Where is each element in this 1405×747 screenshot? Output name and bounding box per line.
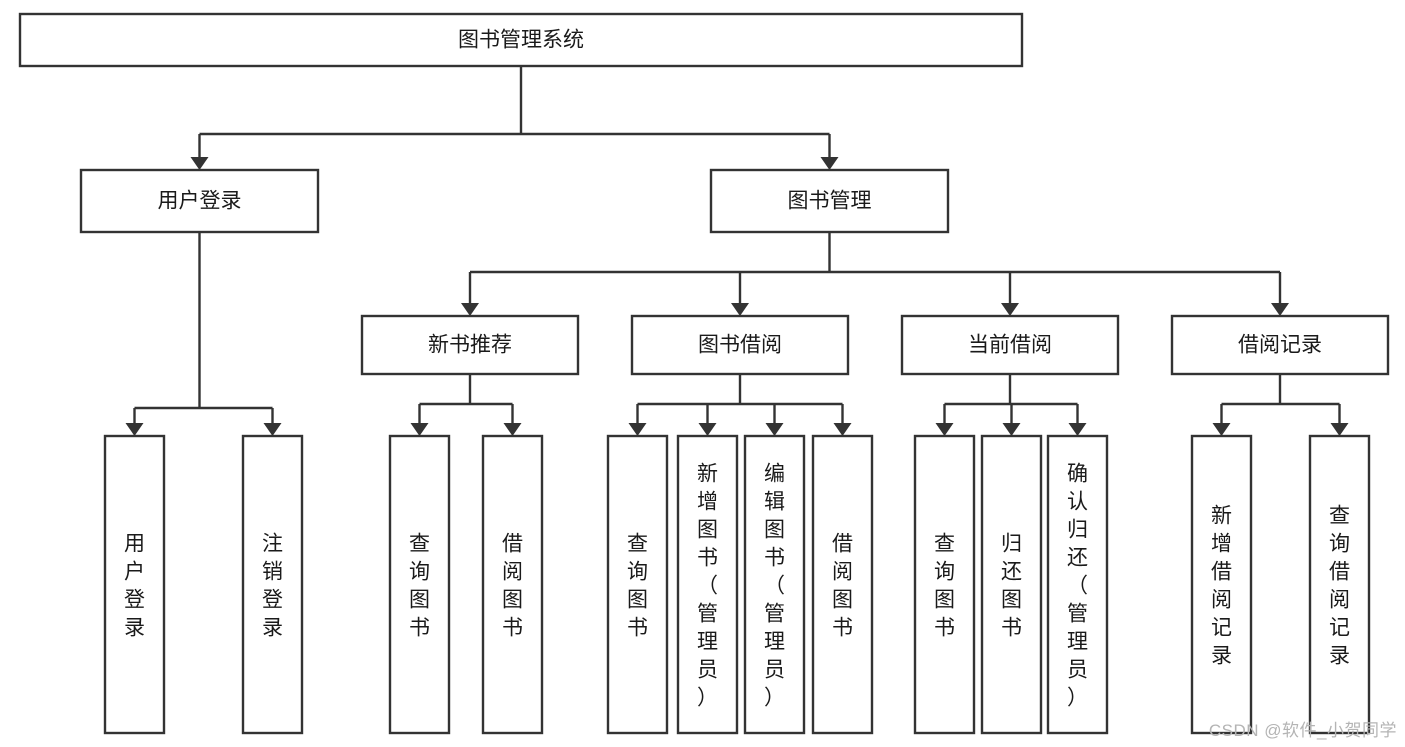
arrow-head-icon: [731, 303, 749, 316]
node-root[interactable]: 图书管理系统: [18, 12, 1024, 68]
node-label-leaf_1: 注销登录: [262, 532, 283, 639]
node-label-root: 图书管理系统: [458, 29, 584, 52]
node-box-leaf_11[interactable]: [1190, 434, 1253, 735]
node-box-l2_1[interactable]: [630, 314, 850, 376]
node-label-l2_0: 新书推荐: [428, 334, 512, 357]
node-leaf_5[interactable]: 新增图书（管理员）: [676, 434, 739, 735]
node-label-leaf_0: 用户登录: [124, 532, 145, 639]
watermark-label: CSDN @软件_小贺同学: [1208, 721, 1397, 740]
node-box-leaf_7[interactable]: [811, 434, 874, 735]
node-leaf_3[interactable]: 借阅图书: [481, 434, 544, 735]
node-label-leaf_2: 查询图书: [409, 532, 430, 639]
node-l2_2[interactable]: 当前借阅: [900, 314, 1120, 376]
node-leaf_7[interactable]: 借阅图书: [811, 434, 874, 735]
arrow-head-icon: [190, 157, 209, 170]
node-box-l1_0[interactable]: [79, 168, 320, 234]
node-label-l1_0: 用户登录: [158, 190, 242, 213]
node-label-leaf_6: 编辑图书（管理员）: [764, 462, 785, 709]
node-box-leaf_6[interactable]: [743, 434, 806, 735]
node-label-l2_1: 图书借阅: [698, 334, 782, 357]
arrow-head-icon: [1001, 303, 1019, 316]
node-label-leaf_12: 查询借阅记录: [1329, 504, 1350, 667]
node-box-leaf_10[interactable]: [1046, 434, 1109, 735]
node-label-leaf_7: 借阅图书: [832, 532, 853, 639]
node-box-leaf_9[interactable]: [980, 434, 1043, 735]
arrow-head-icon: [628, 423, 647, 436]
node-leaf_11[interactable]: 新增借阅记录: [1190, 434, 1253, 735]
node-leaf_2[interactable]: 查询图书: [388, 434, 451, 735]
arrow-head-icon: [1002, 423, 1021, 436]
node-leaf_9[interactable]: 归还图书: [980, 434, 1043, 735]
arrow-head-icon: [698, 423, 717, 436]
node-box-leaf_5[interactable]: [676, 434, 739, 735]
arrow-head-icon: [125, 423, 144, 436]
node-box-leaf_12[interactable]: [1308, 434, 1371, 735]
node-box-l1_1[interactable]: [709, 168, 950, 234]
node-label-leaf_5: 新增图书（管理员）: [697, 462, 718, 709]
arrow-head-icon: [935, 423, 954, 436]
node-box-l2_0[interactable]: [360, 314, 580, 376]
node-label-l2_2: 当前借阅: [968, 334, 1052, 357]
node-label-l2_3: 借阅记录: [1238, 334, 1322, 357]
node-l1_0[interactable]: 用户登录: [79, 168, 320, 234]
arrow-head-icon: [461, 303, 479, 316]
node-box-leaf_2[interactable]: [388, 434, 451, 735]
node-label-leaf_4: 查询图书: [627, 532, 648, 639]
node-box-leaf_8[interactable]: [913, 434, 976, 735]
arrow-head-icon: [503, 423, 522, 436]
node-l2_1[interactable]: 图书借阅: [630, 314, 850, 376]
arrow-head-icon: [833, 423, 852, 436]
node-leaf_6[interactable]: 编辑图书（管理员）: [743, 434, 806, 735]
arrow-head-icon: [1212, 423, 1231, 436]
node-layer: 图书管理系统用户登录图书管理新书推荐图书借阅当前借阅借阅记录用户登录注销登录查询…: [18, 12, 1390, 735]
node-box-l2_2[interactable]: [900, 314, 1120, 376]
node-leaf_4[interactable]: 查询图书: [606, 434, 669, 735]
arrow-head-icon: [820, 157, 839, 170]
arrow-head-icon: [410, 423, 429, 436]
node-leaf_12[interactable]: 查询借阅记录: [1308, 434, 1371, 735]
node-l1_1[interactable]: 图书管理: [709, 168, 950, 234]
node-box-leaf_4[interactable]: [606, 434, 669, 735]
node-box-leaf_0[interactable]: [103, 434, 166, 735]
node-label-leaf_9: 归还图书: [1001, 532, 1022, 639]
arrow-head-icon: [263, 423, 282, 436]
node-leaf_10[interactable]: 确认归还（管理员）: [1046, 434, 1109, 735]
node-label-leaf_10: 确认归还（管理员）: [1067, 462, 1088, 709]
node-l2_3[interactable]: 借阅记录: [1170, 314, 1390, 376]
node-box-leaf_1[interactable]: [241, 434, 304, 735]
arrow-head-icon: [765, 423, 784, 436]
node-leaf_0[interactable]: 用户登录: [103, 434, 166, 735]
arrow-head-icon: [1068, 423, 1087, 436]
arrow-head-icon: [1330, 423, 1349, 436]
arrow-head-icon: [1271, 303, 1289, 316]
connector-layer: [125, 66, 1349, 436]
node-label-leaf_11: 新增借阅记录: [1211, 504, 1232, 667]
node-box-l2_3[interactable]: [1170, 314, 1390, 376]
node-label-leaf_8: 查询图书: [934, 532, 955, 639]
node-l2_0[interactable]: 新书推荐: [360, 314, 580, 376]
node-box-leaf_3[interactable]: [481, 434, 544, 735]
node-leaf_1[interactable]: 注销登录: [241, 434, 304, 735]
node-label-l1_1: 图书管理: [788, 190, 872, 213]
node-box-root[interactable]: [18, 12, 1024, 68]
node-leaf_8[interactable]: 查询图书: [913, 434, 976, 735]
node-label-leaf_3: 借阅图书: [502, 532, 523, 639]
